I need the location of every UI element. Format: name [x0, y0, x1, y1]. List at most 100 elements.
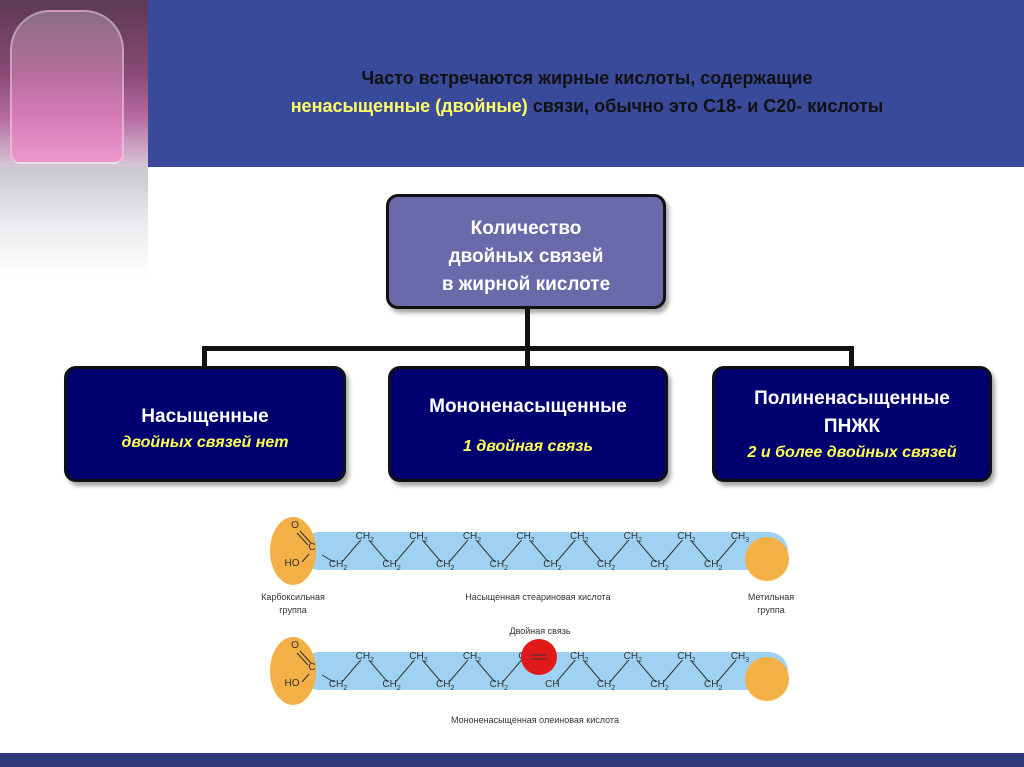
ch2-group: CH2: [677, 531, 695, 544]
category-title: Полиненасыщенные: [754, 388, 950, 409]
ch2-group: CH2: [650, 679, 668, 692]
single-bond: [395, 539, 415, 563]
bond: [301, 553, 310, 563]
category-title-abbrev: ПНЖК: [823, 416, 881, 437]
bond: [296, 652, 309, 666]
single-bond: [663, 659, 683, 683]
ch2-group: CH2: [570, 651, 588, 664]
single-bond: [716, 659, 737, 683]
ch2-group: CH2: [704, 559, 722, 572]
single-bond: [422, 659, 442, 683]
page-title: Часто встречаются жирные кислоты, содерж…: [150, 64, 1024, 120]
bond: [301, 673, 310, 683]
ch2-group: CH2: [356, 651, 374, 664]
carboxyl-group: [270, 517, 316, 585]
category-monounsaturated: Мононенасыщенные 1 двойная связь: [388, 366, 668, 482]
methyl-ch3: CH3: [731, 651, 749, 664]
methyl-group: [745, 537, 789, 581]
label-methyl: Метильная: [748, 592, 794, 602]
category-polyunsaturated: Полиненасыщенные ПНЖК 2 и более двойных …: [712, 366, 992, 482]
single-bond: [636, 539, 656, 563]
single-bond: [341, 659, 362, 683]
single-bond: [475, 659, 496, 683]
ch2-group: CH2: [490, 559, 508, 572]
methyl-ch3: CH3: [731, 531, 749, 544]
carbon-atom: C: [308, 662, 315, 673]
ch2-group: CH2: [624, 651, 642, 664]
single-bond: [368, 539, 388, 563]
ch2-group: CH2: [516, 531, 534, 544]
ch-group: CH: [545, 679, 559, 690]
single-bond: [448, 539, 469, 563]
single-bond: [368, 659, 388, 683]
single-bond: [582, 659, 603, 683]
ch2-group: CH2: [409, 651, 427, 664]
ch2-group: CH2: [436, 679, 454, 692]
methyl-group: [745, 657, 789, 701]
hydroxyl-label: HO: [285, 678, 300, 689]
ch2-group: CH2: [382, 559, 400, 572]
ch2-group: CH2: [650, 559, 668, 572]
single-bond: [422, 539, 442, 563]
single-bond: [609, 659, 630, 683]
single-bond: [529, 539, 549, 563]
single-bond: [341, 539, 362, 563]
carboxyl-group: [270, 637, 316, 705]
bond: [299, 650, 312, 664]
ch2-group: CH2: [329, 559, 347, 572]
category-title: Насыщенные: [141, 406, 269, 427]
ch2-group: CH2: [409, 531, 427, 544]
category-subtitle: 2 и более двойных связей: [747, 444, 957, 461]
single-bond: [636, 659, 656, 683]
ch2-group: CH2: [597, 679, 615, 692]
label-methyl-group: группа: [757, 605, 784, 615]
category-subtitle: двойных связей нет: [121, 434, 289, 451]
flask-image: [0, 0, 148, 167]
bond: [299, 530, 312, 544]
oxygen-atom: O: [291, 520, 299, 531]
title-rest: связи, обычно это С18- и С20- кислоты: [527, 96, 884, 116]
ch2-group: CH2: [463, 531, 481, 544]
single-bond: [321, 674, 335, 683]
single-bond: [690, 539, 710, 563]
single-bond: [690, 659, 710, 683]
title-line-2: ненасыщенные (двойные) связи, обычно это…: [150, 92, 1024, 120]
single-bond: [502, 659, 522, 683]
connector-vertical-main: [525, 309, 530, 350]
ch2-group: CH2: [382, 679, 400, 692]
ch2-group: CH2: [624, 531, 642, 544]
single-bond: [556, 659, 576, 683]
category-saturated: Насыщенные двойных связей нет: [64, 366, 346, 482]
connector-middle: [525, 346, 530, 368]
single-bond: [663, 539, 683, 563]
top-box: Количество двойных связей в жирной кисло…: [386, 194, 666, 309]
single-bond: [609, 539, 630, 563]
title-accent: ненасыщенные (двойные): [290, 96, 528, 116]
ch2-group: CH2: [704, 679, 722, 692]
oxygen-atom: O: [291, 640, 299, 651]
connector-left: [202, 346, 207, 368]
single-bond: [502, 539, 522, 563]
header-banner: [0, 0, 1024, 167]
ch2-group: CH2: [490, 679, 508, 692]
ch2-group: CH2: [463, 651, 481, 664]
connector-right: [849, 346, 854, 368]
ch2-group: CH2: [329, 679, 347, 692]
flask-reflection: [0, 167, 148, 277]
ch2-group: CH2: [543, 559, 561, 572]
single-bond: [475, 539, 496, 563]
bond: [296, 532, 309, 546]
single-bond: [448, 659, 469, 683]
bottom-bar: [0, 753, 1024, 767]
top-box-line-1: Количество: [470, 218, 582, 239]
title-line-1: Часто встречаются жирные кислоты, содерж…: [361, 68, 813, 88]
single-bond: [395, 659, 415, 683]
label-stearic-acid: Насыщенная стеариновая кислота: [465, 592, 610, 602]
label-oleic-acid: Мононенасыщенная олеиновая кислота: [451, 715, 619, 725]
single-bond: [556, 539, 576, 563]
category-subtitle: 1 двойная связь: [463, 438, 593, 455]
hydroxyl-label: HO: [285, 558, 300, 569]
flask-icon: [10, 10, 124, 164]
top-box-line-3: в жирной кислоте: [441, 274, 611, 295]
